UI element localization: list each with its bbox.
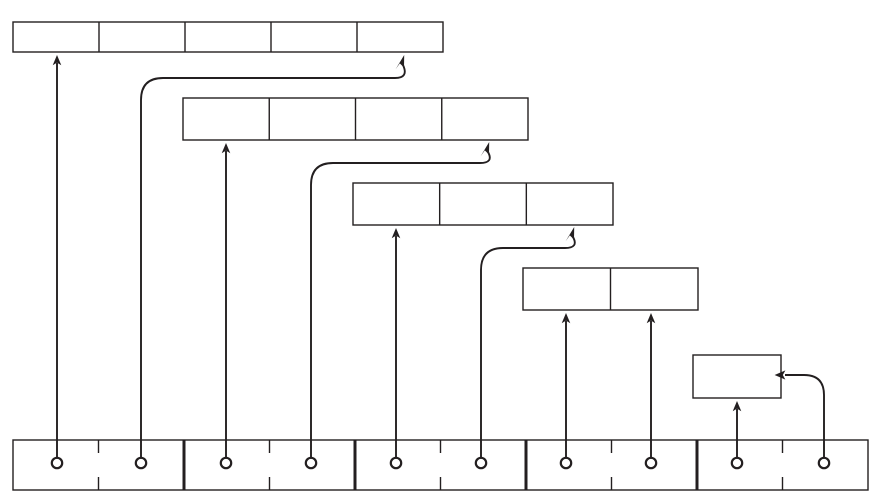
- arrow-slot4-to-level3-head: [391, 228, 401, 239]
- pointer-dot: [559, 456, 573, 470]
- curve-slot3-to-level2: [310, 151, 491, 457]
- curve-slot5-to-level3-head: [565, 227, 575, 242]
- arrow-slot2-to-level2-head: [221, 143, 231, 154]
- array-outline: [12, 21, 444, 53]
- pointer-dot: [50, 456, 64, 470]
- curve-slot3-to-level2-head: [480, 142, 490, 157]
- arrow-slot8-to-level5-head: [732, 401, 742, 412]
- arrow-slot7-to-level4-head: [646, 313, 656, 324]
- array-level-4: [522, 267, 699, 311]
- curved-arrows-group: [140, 55, 825, 457]
- arrow-slot0-to-level1-head: [52, 55, 62, 66]
- pointer-dots-group: [50, 456, 831, 470]
- pointer-dot: [644, 456, 658, 470]
- curve-slot1-to-level1: [140, 64, 406, 457]
- pointer-dot: [219, 456, 233, 470]
- array-level-2: [182, 97, 529, 141]
- arrow-slot6-to-level4-head: [561, 313, 571, 324]
- array-outline: [352, 182, 614, 226]
- pointer-dot: [817, 456, 831, 470]
- straight-arrows-group: [52, 55, 742, 457]
- curve-slot5-to-level3: [480, 236, 576, 457]
- curve-slot9-to-level5-head: [774, 370, 786, 380]
- base-row-group: [12, 439, 869, 491]
- pointer-dot: [389, 456, 403, 470]
- array-level-3: [352, 182, 614, 226]
- pointer-dot: [730, 456, 744, 470]
- array-level-5: [692, 354, 782, 399]
- curve-slot9-to-level5: [785, 374, 825, 457]
- pointer-dot: [474, 456, 488, 470]
- pointer-dot: [134, 456, 148, 470]
- curve-slot1-to-level1-head: [395, 55, 405, 70]
- level-arrays-group: [12, 21, 782, 399]
- array-level-1: [12, 21, 444, 53]
- pointer-dot: [304, 456, 318, 470]
- array-outline: [692, 354, 782, 399]
